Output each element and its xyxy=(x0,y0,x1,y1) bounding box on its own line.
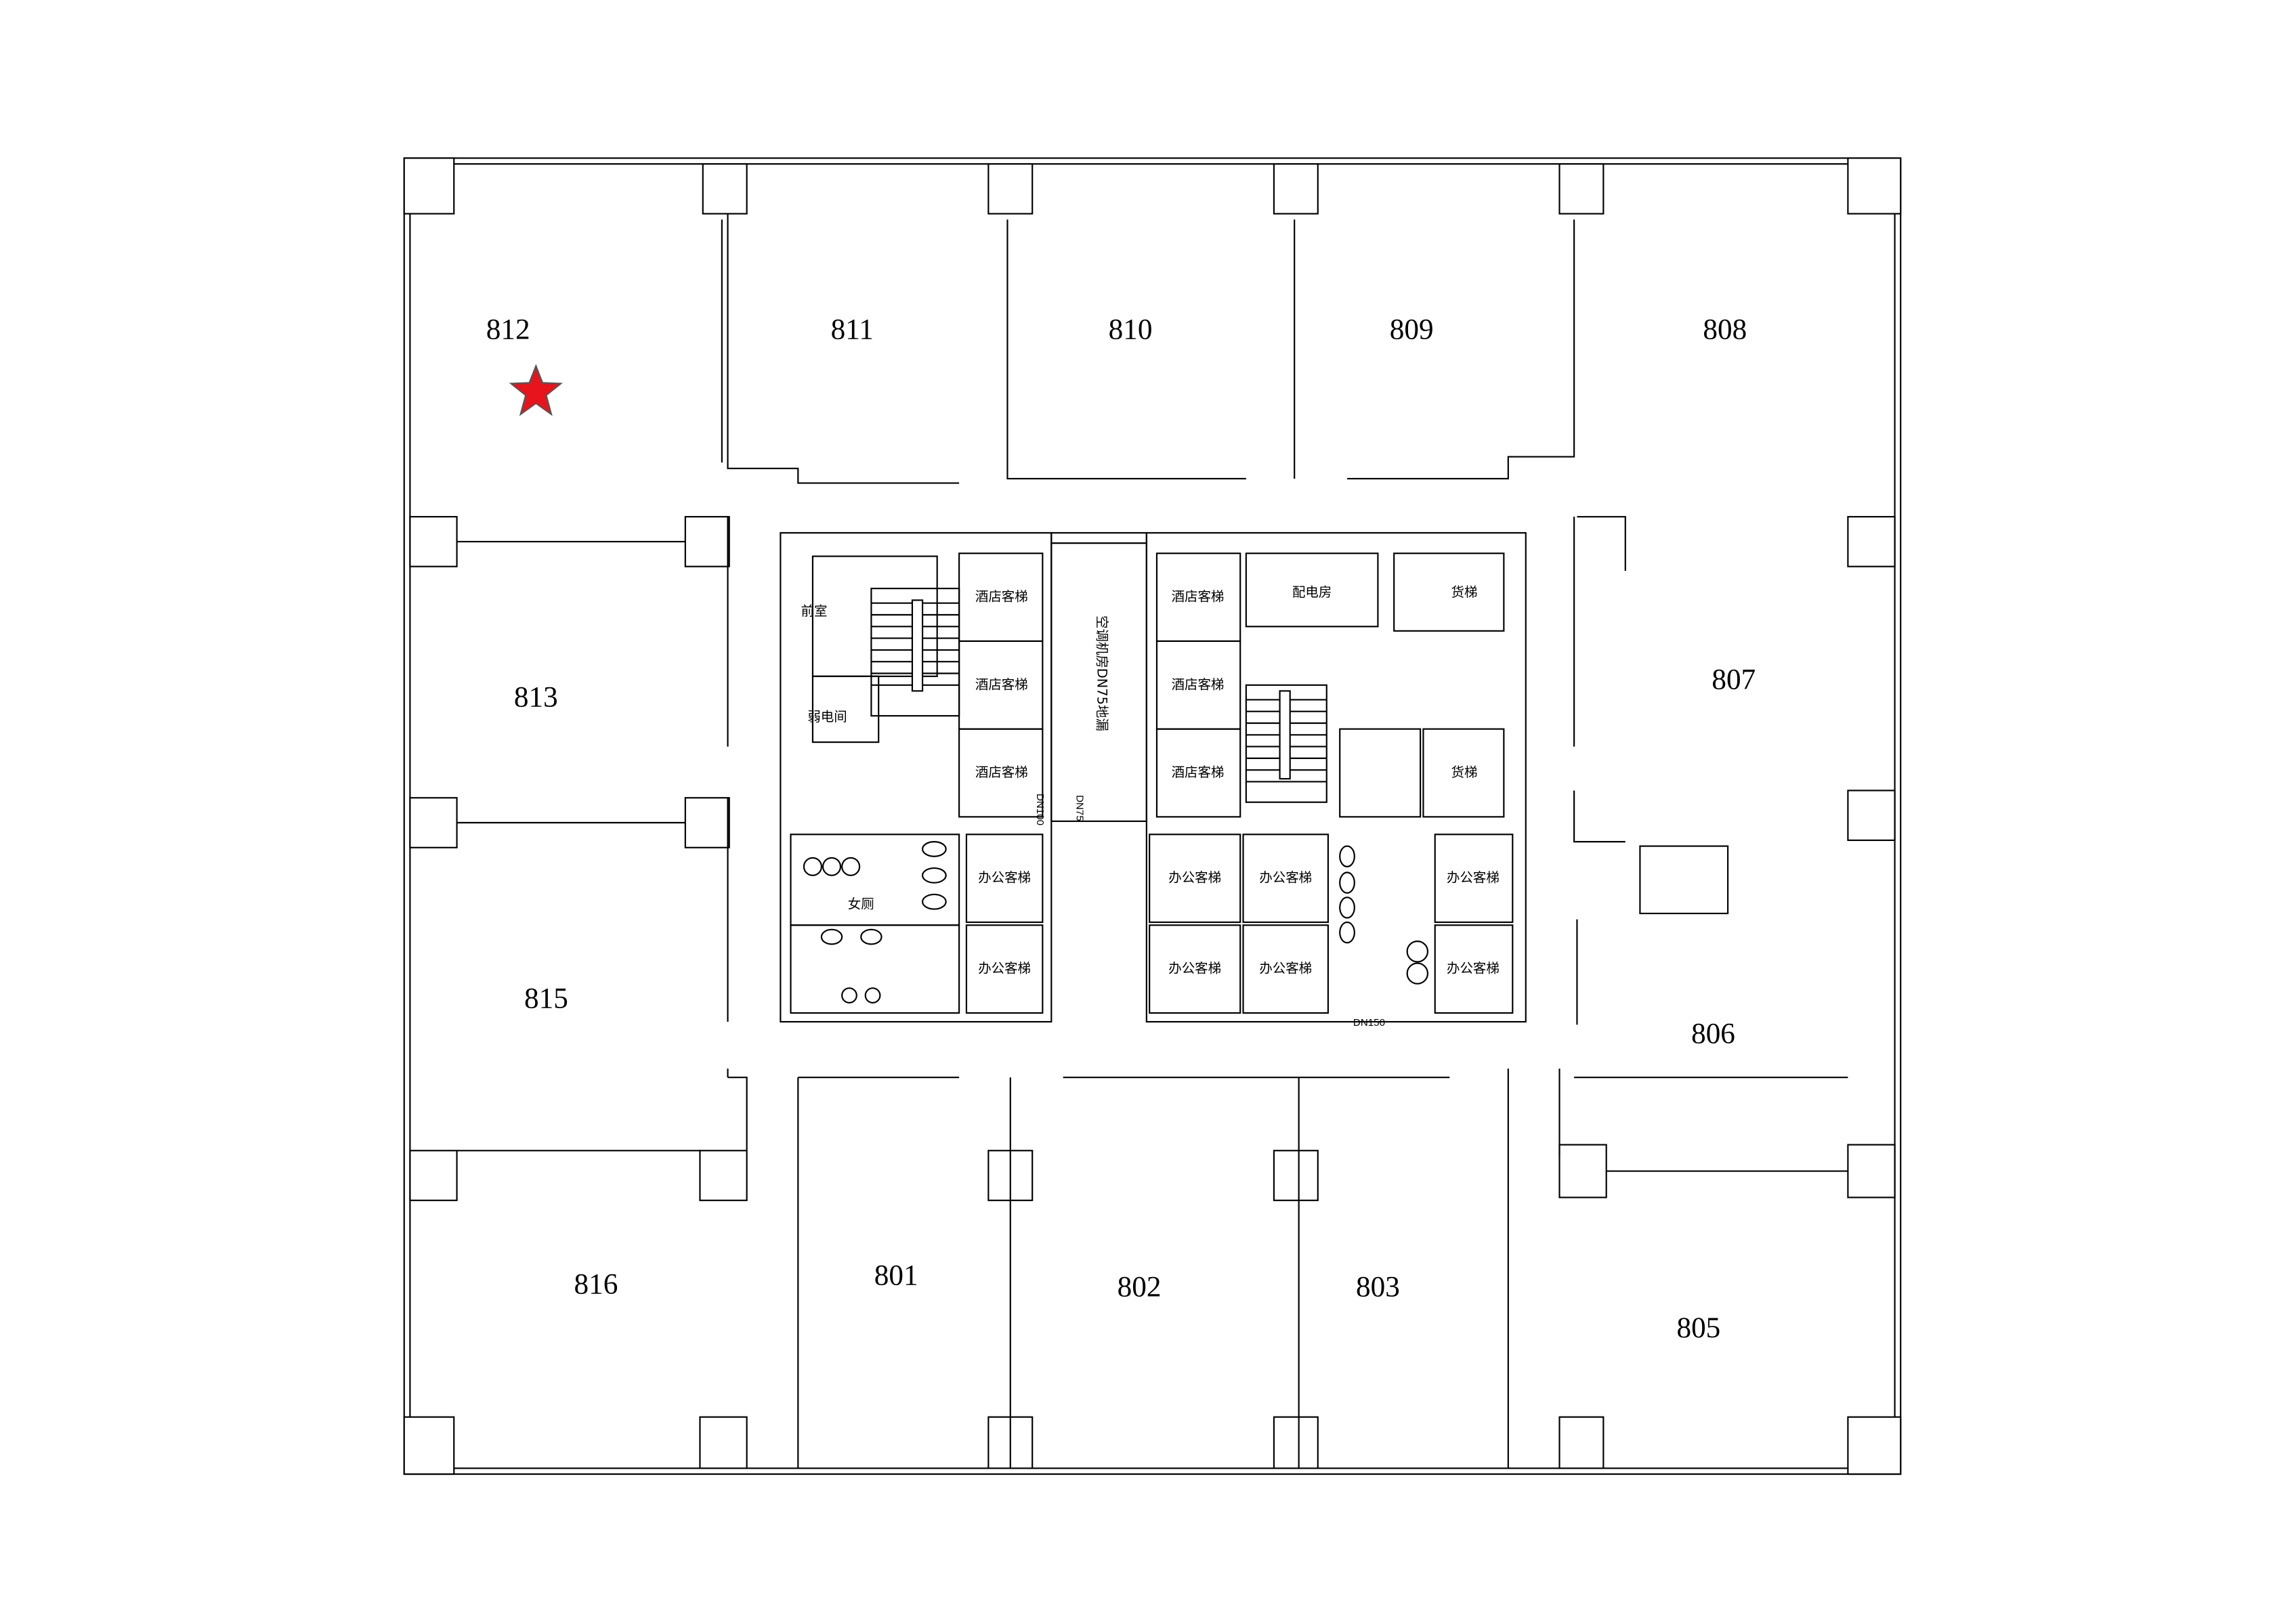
dn150-label: DN150 xyxy=(1353,1017,1385,1029)
room-815-label: 815 xyxy=(524,982,568,1015)
office-elevator-label: 办公客梯 xyxy=(1447,961,1500,976)
room-807-label: 807 xyxy=(1712,663,1756,695)
hotel-elevator-label: 酒店客梯 xyxy=(975,676,1028,692)
hotel-elevator-label: 酒店客梯 xyxy=(1172,589,1225,605)
room-803-label: 803 xyxy=(1356,1271,1400,1303)
room-816-label: 816 xyxy=(574,1268,618,1300)
hotel-elevator-label: 酒店客梯 xyxy=(1172,764,1225,780)
room-805-label: 805 xyxy=(1676,1312,1720,1344)
hotel-elevator-label: 酒店客梯 xyxy=(1172,676,1225,692)
womens-wc-label: 女厕 xyxy=(848,896,874,912)
hotel-elevator-label: 酒店客梯 xyxy=(975,764,1028,780)
office-elevator-label: 办公客梯 xyxy=(978,961,1031,976)
stair-right xyxy=(1245,684,1327,803)
location-star-icon xyxy=(509,364,563,416)
office-elevator-label: 办公客梯 xyxy=(1168,961,1221,976)
toilets-right xyxy=(1339,845,1429,985)
toilets-left xyxy=(803,841,947,1004)
office-elevator-label: 办公客梯 xyxy=(1168,870,1221,886)
room-806-label: 806 xyxy=(1691,1018,1735,1050)
anteroom-label: 前室 xyxy=(801,603,828,619)
office-elevator-label: 办公客梯 xyxy=(1259,961,1312,976)
stair-left xyxy=(870,588,960,717)
weak-current-room-label: 弱电间 xyxy=(807,709,847,725)
room-labels: 812 811 810 809 808 807 813 815 806 816 … xyxy=(486,313,1756,1344)
freight-elevator-label: 货梯 xyxy=(1451,584,1478,600)
building-core xyxy=(780,532,1527,1023)
power-room-label: 配电房 xyxy=(1292,584,1332,600)
room-809-label: 809 xyxy=(1390,313,1434,346)
dn100-label: DN100 xyxy=(1034,794,1046,825)
columns xyxy=(403,157,1902,1475)
hotel-elevator-label: 酒店客梯 xyxy=(975,589,1028,605)
freight-elevator-label: 货梯 xyxy=(1451,764,1478,780)
partitions xyxy=(456,213,1848,1469)
room-808-label: 808 xyxy=(1703,313,1747,346)
room-813-label: 813 xyxy=(514,680,558,713)
room-811-label: 811 xyxy=(831,313,874,346)
room-810-label: 810 xyxy=(1109,313,1153,346)
office-elevator-label: 办公客梯 xyxy=(1447,870,1500,886)
room-801-label: 801 xyxy=(874,1259,918,1291)
core-labels: 前室 弱电间 酒店客梯 酒店客梯 酒店客梯 空调机房DN75地漏 DN100 D… xyxy=(801,584,1500,1029)
ac-room-label: 空调机房DN75地漏 xyxy=(1094,615,1109,731)
room-812-label: 812 xyxy=(486,313,530,346)
office-elevator-label: 办公客梯 xyxy=(978,870,1031,886)
office-elevator-label: 办公客梯 xyxy=(1259,870,1312,886)
room-802-label: 802 xyxy=(1118,1271,1162,1303)
dn75-label: DN75 xyxy=(1073,795,1085,821)
